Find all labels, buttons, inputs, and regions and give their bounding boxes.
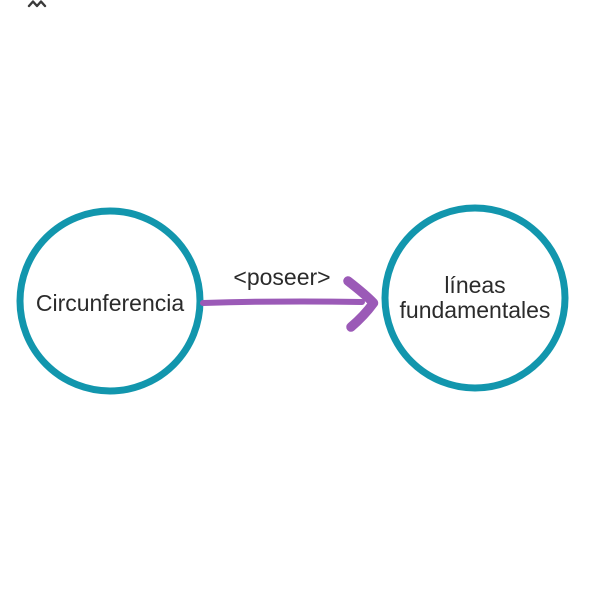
- edge-line-poseer[interactable]: [200, 298, 365, 306]
- node-circle-circunferencia[interactable]: [16, 207, 204, 395]
- edge-label-text: <poseer>: [233, 263, 331, 290]
- node-label-lineas-fundamentales[interactable]: líneas fundamentales: [385, 272, 565, 324]
- stray-mark-icon: [27, 0, 47, 8]
- node-circle-lineas-fundamentales[interactable]: [381, 204, 569, 392]
- node-label-text: Circunferencia: [35, 289, 185, 316]
- node-label-text-line1: líneas: [444, 272, 506, 298]
- node-label-text-line2: fundamentales: [399, 297, 551, 323]
- arrowhead-icon[interactable]: [343, 276, 379, 332]
- edge-label-poseer[interactable]: <poseer>: [202, 262, 362, 292]
- node-label-circunferencia[interactable]: Circunferencia: [20, 286, 200, 320]
